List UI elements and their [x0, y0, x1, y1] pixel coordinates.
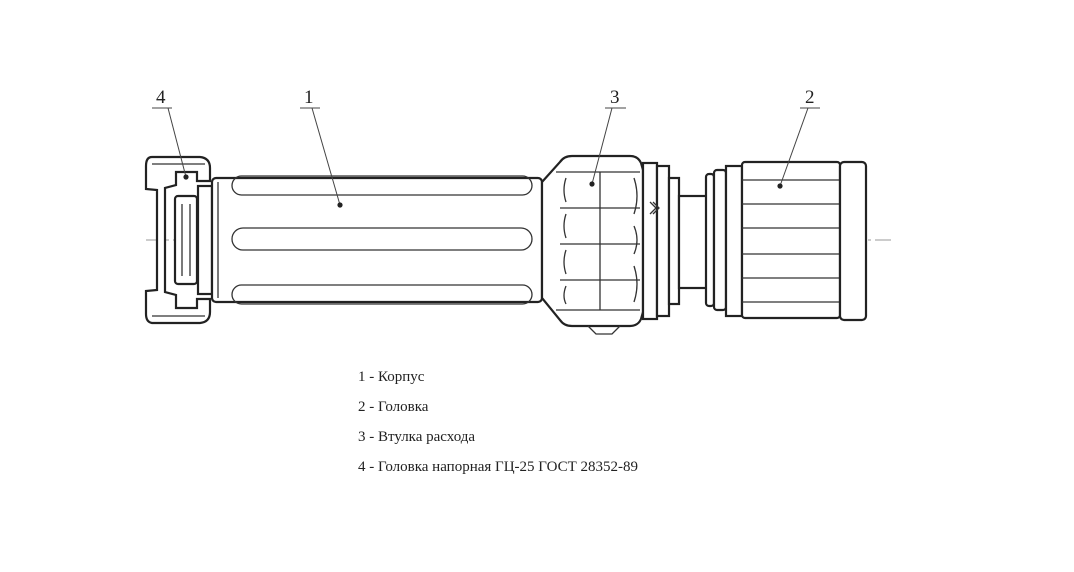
- part-2-head: [724, 160, 868, 322]
- callout-4: 4: [156, 87, 166, 108]
- part-4-coupling-head: [144, 155, 214, 325]
- connecting-shaft: [677, 168, 738, 312]
- leader-lines: [152, 107, 820, 208]
- part-3-flow-sleeve: [540, 154, 681, 335]
- part-1-body: [210, 175, 544, 305]
- legend-item-4: 4 - Головка напорная ГЦ-25 ГОСТ 28352-89: [358, 459, 639, 475]
- legend-item-2: 2 - Головка: [358, 399, 429, 415]
- callout-1: 1: [304, 87, 314, 108]
- callout-2: 2: [805, 87, 815, 108]
- legend-item-1: 1 - Корпус: [358, 369, 425, 385]
- legend-item-3: 3 - Втулка расхода: [358, 429, 476, 445]
- parts-legend: 1 - Корпус 2 - Головка 3 - Втулка расход…: [358, 362, 638, 482]
- callout-3: 3: [610, 87, 620, 108]
